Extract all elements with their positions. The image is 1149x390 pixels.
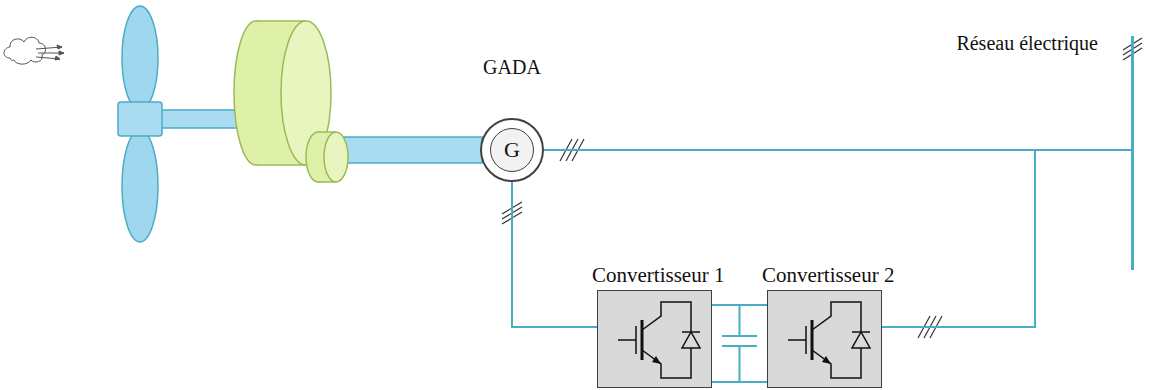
converter-label: Convertisseur 2 xyxy=(762,263,894,287)
generator-core: G xyxy=(490,128,534,172)
generator-node: G GADA xyxy=(472,56,552,182)
dc-link-capacitor xyxy=(712,305,767,382)
converter-box: Convertisseur 1 xyxy=(597,290,712,388)
converter-box: Convertisseur 2 xyxy=(767,290,882,388)
converter-label: Convertisseur 1 xyxy=(592,263,724,287)
power-line xyxy=(512,182,597,327)
power-line xyxy=(712,304,767,306)
grid-bus: Réseau électrique xyxy=(1131,36,1134,270)
turbine-rotor xyxy=(118,6,255,242)
gearbox xyxy=(234,21,482,182)
wind-cloud xyxy=(4,37,64,64)
generator-circle: G xyxy=(480,118,544,182)
converter-fill xyxy=(597,290,882,388)
machine-symbol: G xyxy=(504,137,520,162)
three-phase-mark xyxy=(502,38,1142,338)
power-line xyxy=(882,150,1131,327)
machine-label: GADA xyxy=(472,56,552,79)
grid-label: Réseau électrique xyxy=(956,32,1098,55)
